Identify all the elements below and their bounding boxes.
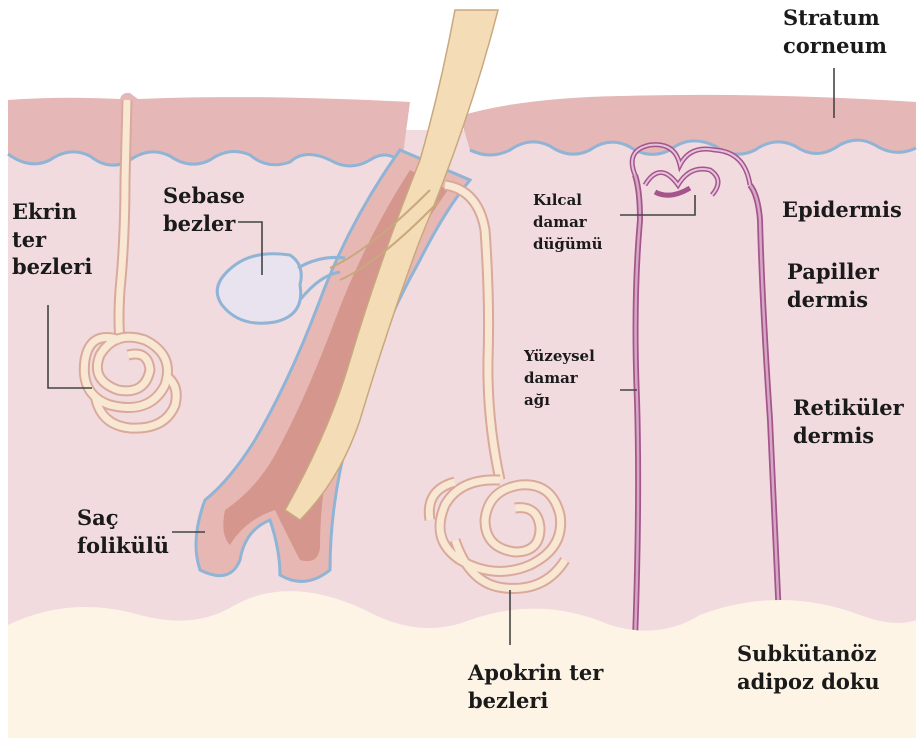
label-line: düğümü: [533, 234, 603, 256]
label-papiller-dermis: Papiller dermis: [787, 258, 879, 313]
label-line: bezleri: [12, 253, 92, 281]
label-sebase: Sebase bezler: [163, 182, 245, 237]
label-retikuler-dermis: Retiküler dermis: [793, 394, 904, 449]
label-line: ağı: [524, 390, 595, 412]
label-line: Saç: [77, 504, 169, 532]
label-apokrin: Apokrin ter bezleri: [468, 659, 603, 714]
label-line: damar: [524, 368, 595, 390]
label-line: corneum: [783, 32, 887, 60]
label-line: Apokrin ter: [468, 659, 603, 687]
label-epidermis: Epidermis: [782, 196, 902, 224]
label-line: folikülü: [77, 532, 169, 560]
label-line: adipoz doku: [737, 668, 880, 696]
label-stratum-corneum: Stratum corneum: [783, 4, 887, 59]
label-ekrin: Ekrin ter bezleri: [12, 198, 92, 281]
label-line: Ekrin: [12, 198, 92, 226]
label-line: ter: [12, 226, 92, 254]
label-line: Epidermis: [782, 196, 902, 224]
label-sac-folikulu: Saç folikülü: [77, 504, 169, 559]
label-line: dermis: [793, 422, 904, 450]
label-line: Retiküler: [793, 394, 904, 422]
label-line: Sebase: [163, 182, 245, 210]
label-line: Papiller: [787, 258, 879, 286]
label-line: Kılcal: [533, 190, 603, 212]
label-yuzeysel: Yüzeysel damar ağı: [524, 346, 595, 411]
label-subkutanoz: Subkütanöz adipoz doku: [737, 640, 880, 695]
label-line: dermis: [787, 286, 879, 314]
label-line: Stratum: [783, 4, 887, 32]
label-line: Yüzeysel: [524, 346, 595, 368]
label-line: damar: [533, 212, 603, 234]
label-line: bezler: [163, 210, 245, 238]
label-line: bezleri: [468, 687, 603, 715]
label-kilcal: Kılcal damar düğümü: [533, 190, 603, 255]
label-line: Subkütanöz: [737, 640, 880, 668]
